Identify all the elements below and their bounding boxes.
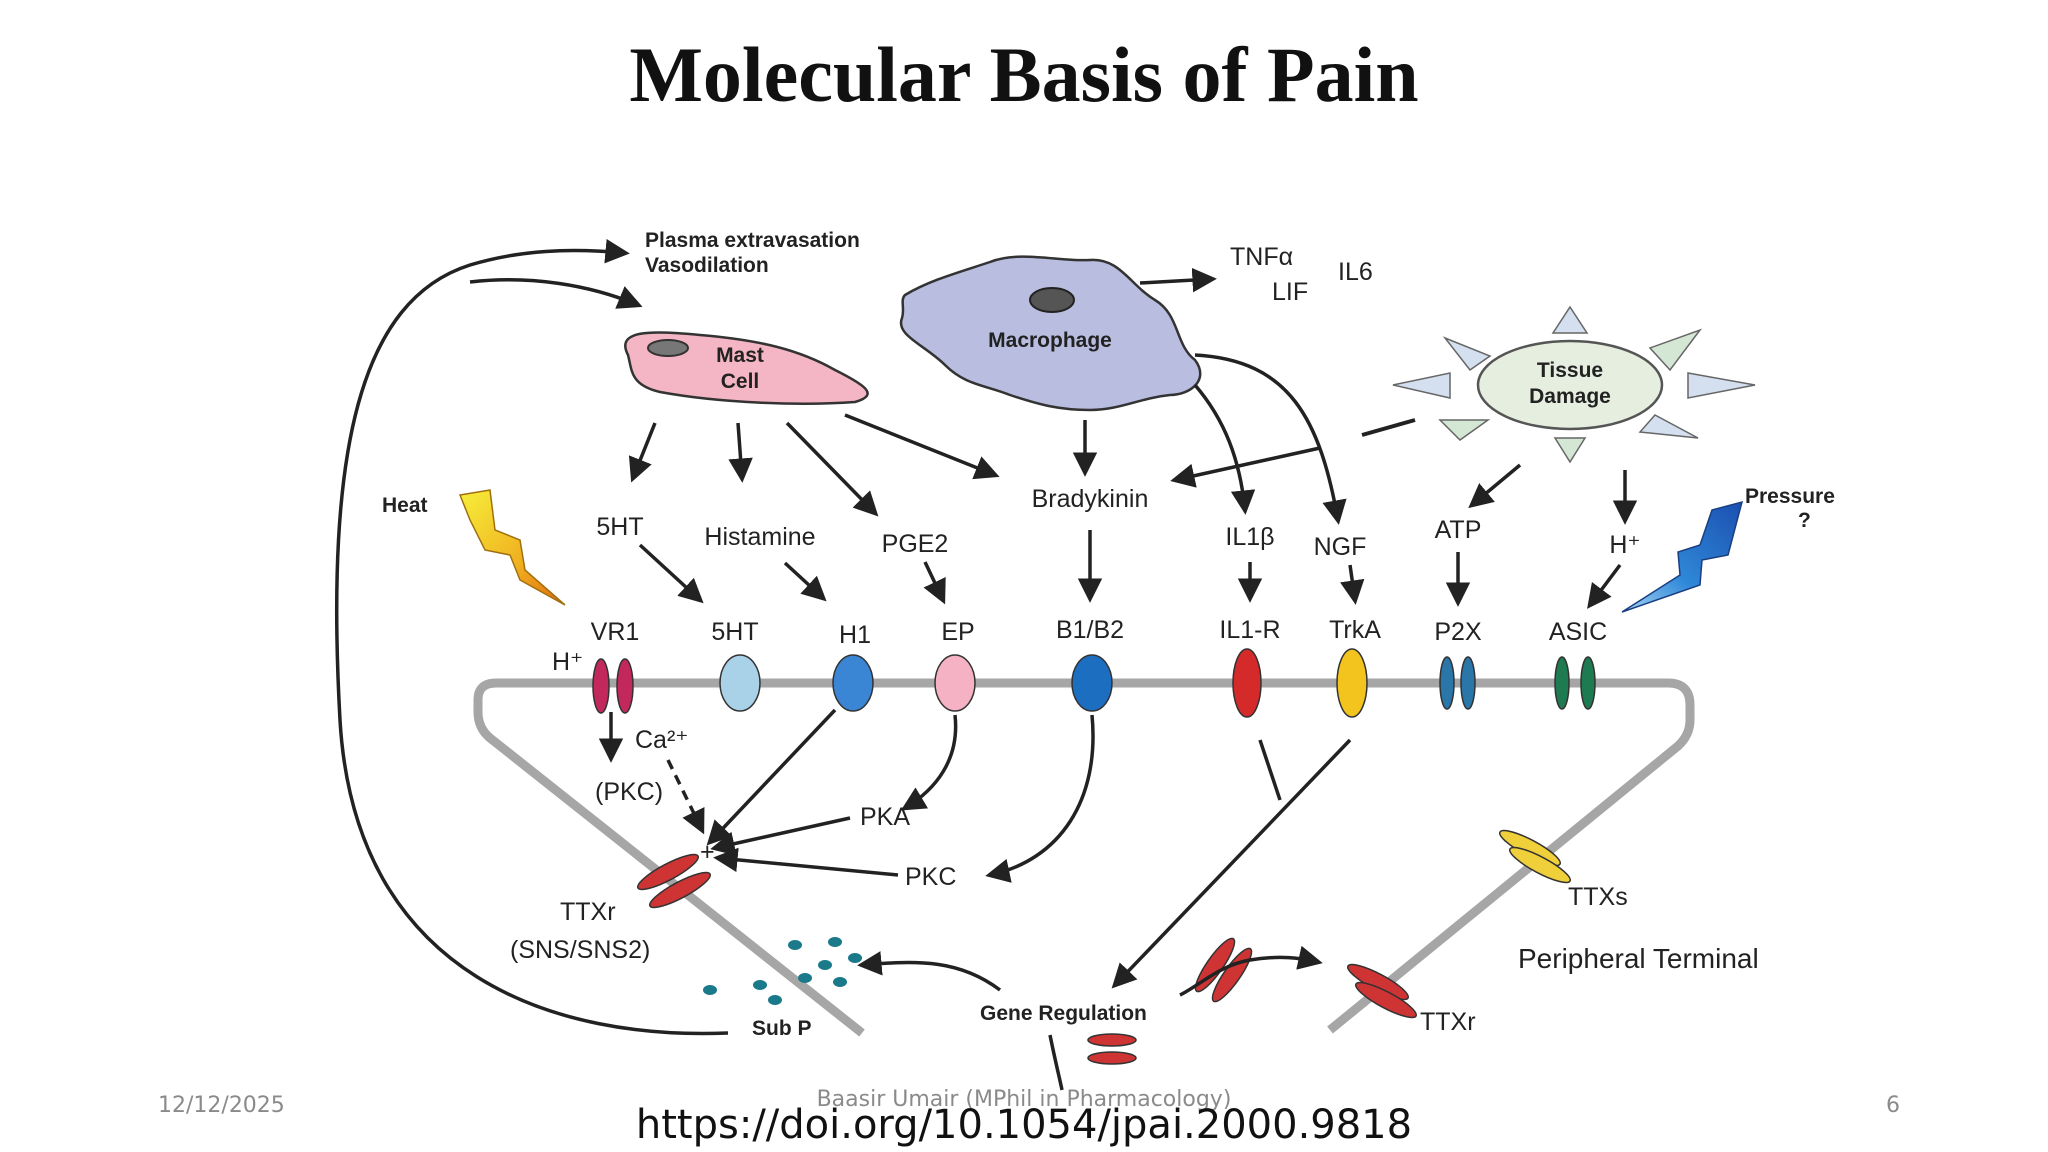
ttxr-right-label: TTXr (1420, 1008, 1476, 1036)
receptor-p2x (1439, 656, 1476, 710)
heat-label: Heat (382, 494, 428, 517)
tissue-damage-label-2: Damage (1529, 385, 1611, 408)
doi-link[interactable]: https://doi.org/10.1054/jpai.2000.9818 (635, 1102, 1413, 1148)
sns-label: (SNS/SNS2) (510, 936, 650, 964)
mast-cell-label-1: Mast (716, 344, 764, 367)
pka-label: PKA (860, 803, 910, 831)
sub-p-label: Sub P (752, 1017, 812, 1040)
il6-label: IL6 (1338, 258, 1373, 286)
plasma-extravasation-label: Plasma extravasation (645, 229, 860, 252)
receptor-h1-label: H1 (839, 621, 871, 649)
mediator-hplus: H⁺ (1609, 531, 1640, 559)
receptor-hplus-label: H⁺ (552, 648, 583, 676)
peripheral-terminal-label: Peripheral Terminal (1518, 943, 1759, 974)
tissue-damage: Tissue Damage (1392, 305, 1756, 464)
receptor-il1r-label: IL1-R (1219, 616, 1280, 644)
mediator-atp: ATP (1435, 516, 1482, 544)
macrophage-label: Macrophage (988, 329, 1112, 352)
mediator-ngf: NGF (1314, 533, 1367, 561)
mast-cell: Mast Cell (624, 331, 869, 405)
receptor-b1b2 (1071, 654, 1113, 712)
receptor-h1 (832, 654, 874, 712)
gene-channel-bottom (1087, 1033, 1137, 1065)
receptor-trka (1336, 648, 1368, 718)
ttxr-left-channel (636, 853, 712, 909)
mediator-histamine: Histamine (704, 523, 815, 551)
receptor-p2x-label: P2X (1434, 618, 1482, 646)
pressure-label: Pressure (1745, 485, 1835, 508)
receptor-vr1-label: VR1 (591, 618, 640, 646)
ttxs-channel (1498, 829, 1572, 884)
receptor-il1r (1232, 648, 1262, 718)
receptor-trka-label: TrkA (1329, 616, 1381, 644)
slide-title: Molecular Basis of Pain (629, 31, 1419, 118)
mast-cell-label-2: Cell (721, 370, 760, 393)
tnf-label: TNFα (1230, 243, 1293, 271)
sub-p-dots (703, 937, 862, 1005)
mediator-5ht: 5HT (596, 513, 643, 541)
pkc-label: PKC (905, 863, 956, 891)
heat-bolt-icon (458, 489, 566, 606)
receptor-ep (934, 654, 976, 712)
receptor-ep-label: EP (941, 618, 974, 646)
receptor-asic (1554, 656, 1596, 710)
receptor-vr1 (592, 658, 634, 714)
ttxs-label: TTXs (1568, 883, 1628, 911)
gene-regulation-label: Gene Regulation (980, 1002, 1147, 1025)
pressure-bolt-icon (1621, 500, 1744, 613)
mediator-bradykinin: Bradykinin (1032, 485, 1149, 513)
receptor-b1b2-label: B1/B2 (1056, 616, 1124, 644)
macrophage: Macrophage (899, 255, 1202, 412)
tissue-damage-label-1: Tissue (1537, 359, 1603, 382)
receptor-asic-label: ASIC (1549, 618, 1607, 646)
ttxr-right-channel (1346, 963, 1418, 1019)
vasodilation-arrow (469, 278, 643, 309)
footer-author: Baasir Umair (MPhil in Pharmacology) (816, 1087, 1232, 1112)
receptor-5ht (719, 654, 761, 712)
footer-date: 12/12/2025 (158, 1093, 285, 1118)
pressure-question: ? (1798, 509, 1811, 532)
mediator-pge2: PGE2 (882, 530, 949, 558)
lif-label: LIF (1272, 278, 1308, 306)
vasodilation-label: Vasodilation (645, 254, 769, 277)
ca-label: Ca²⁺ (635, 726, 688, 754)
mediator-il1b: IL1β (1225, 523, 1274, 551)
plus-label: + (700, 838, 715, 866)
page-number: 6 (1886, 1093, 1900, 1118)
receptor-5ht-label: 5HT (711, 618, 758, 646)
ttxr-left-label: TTXr (560, 898, 616, 926)
pkc-paren-label: (PKC) (595, 778, 663, 806)
sub-p-feedback-arrow (335, 239, 729, 1036)
